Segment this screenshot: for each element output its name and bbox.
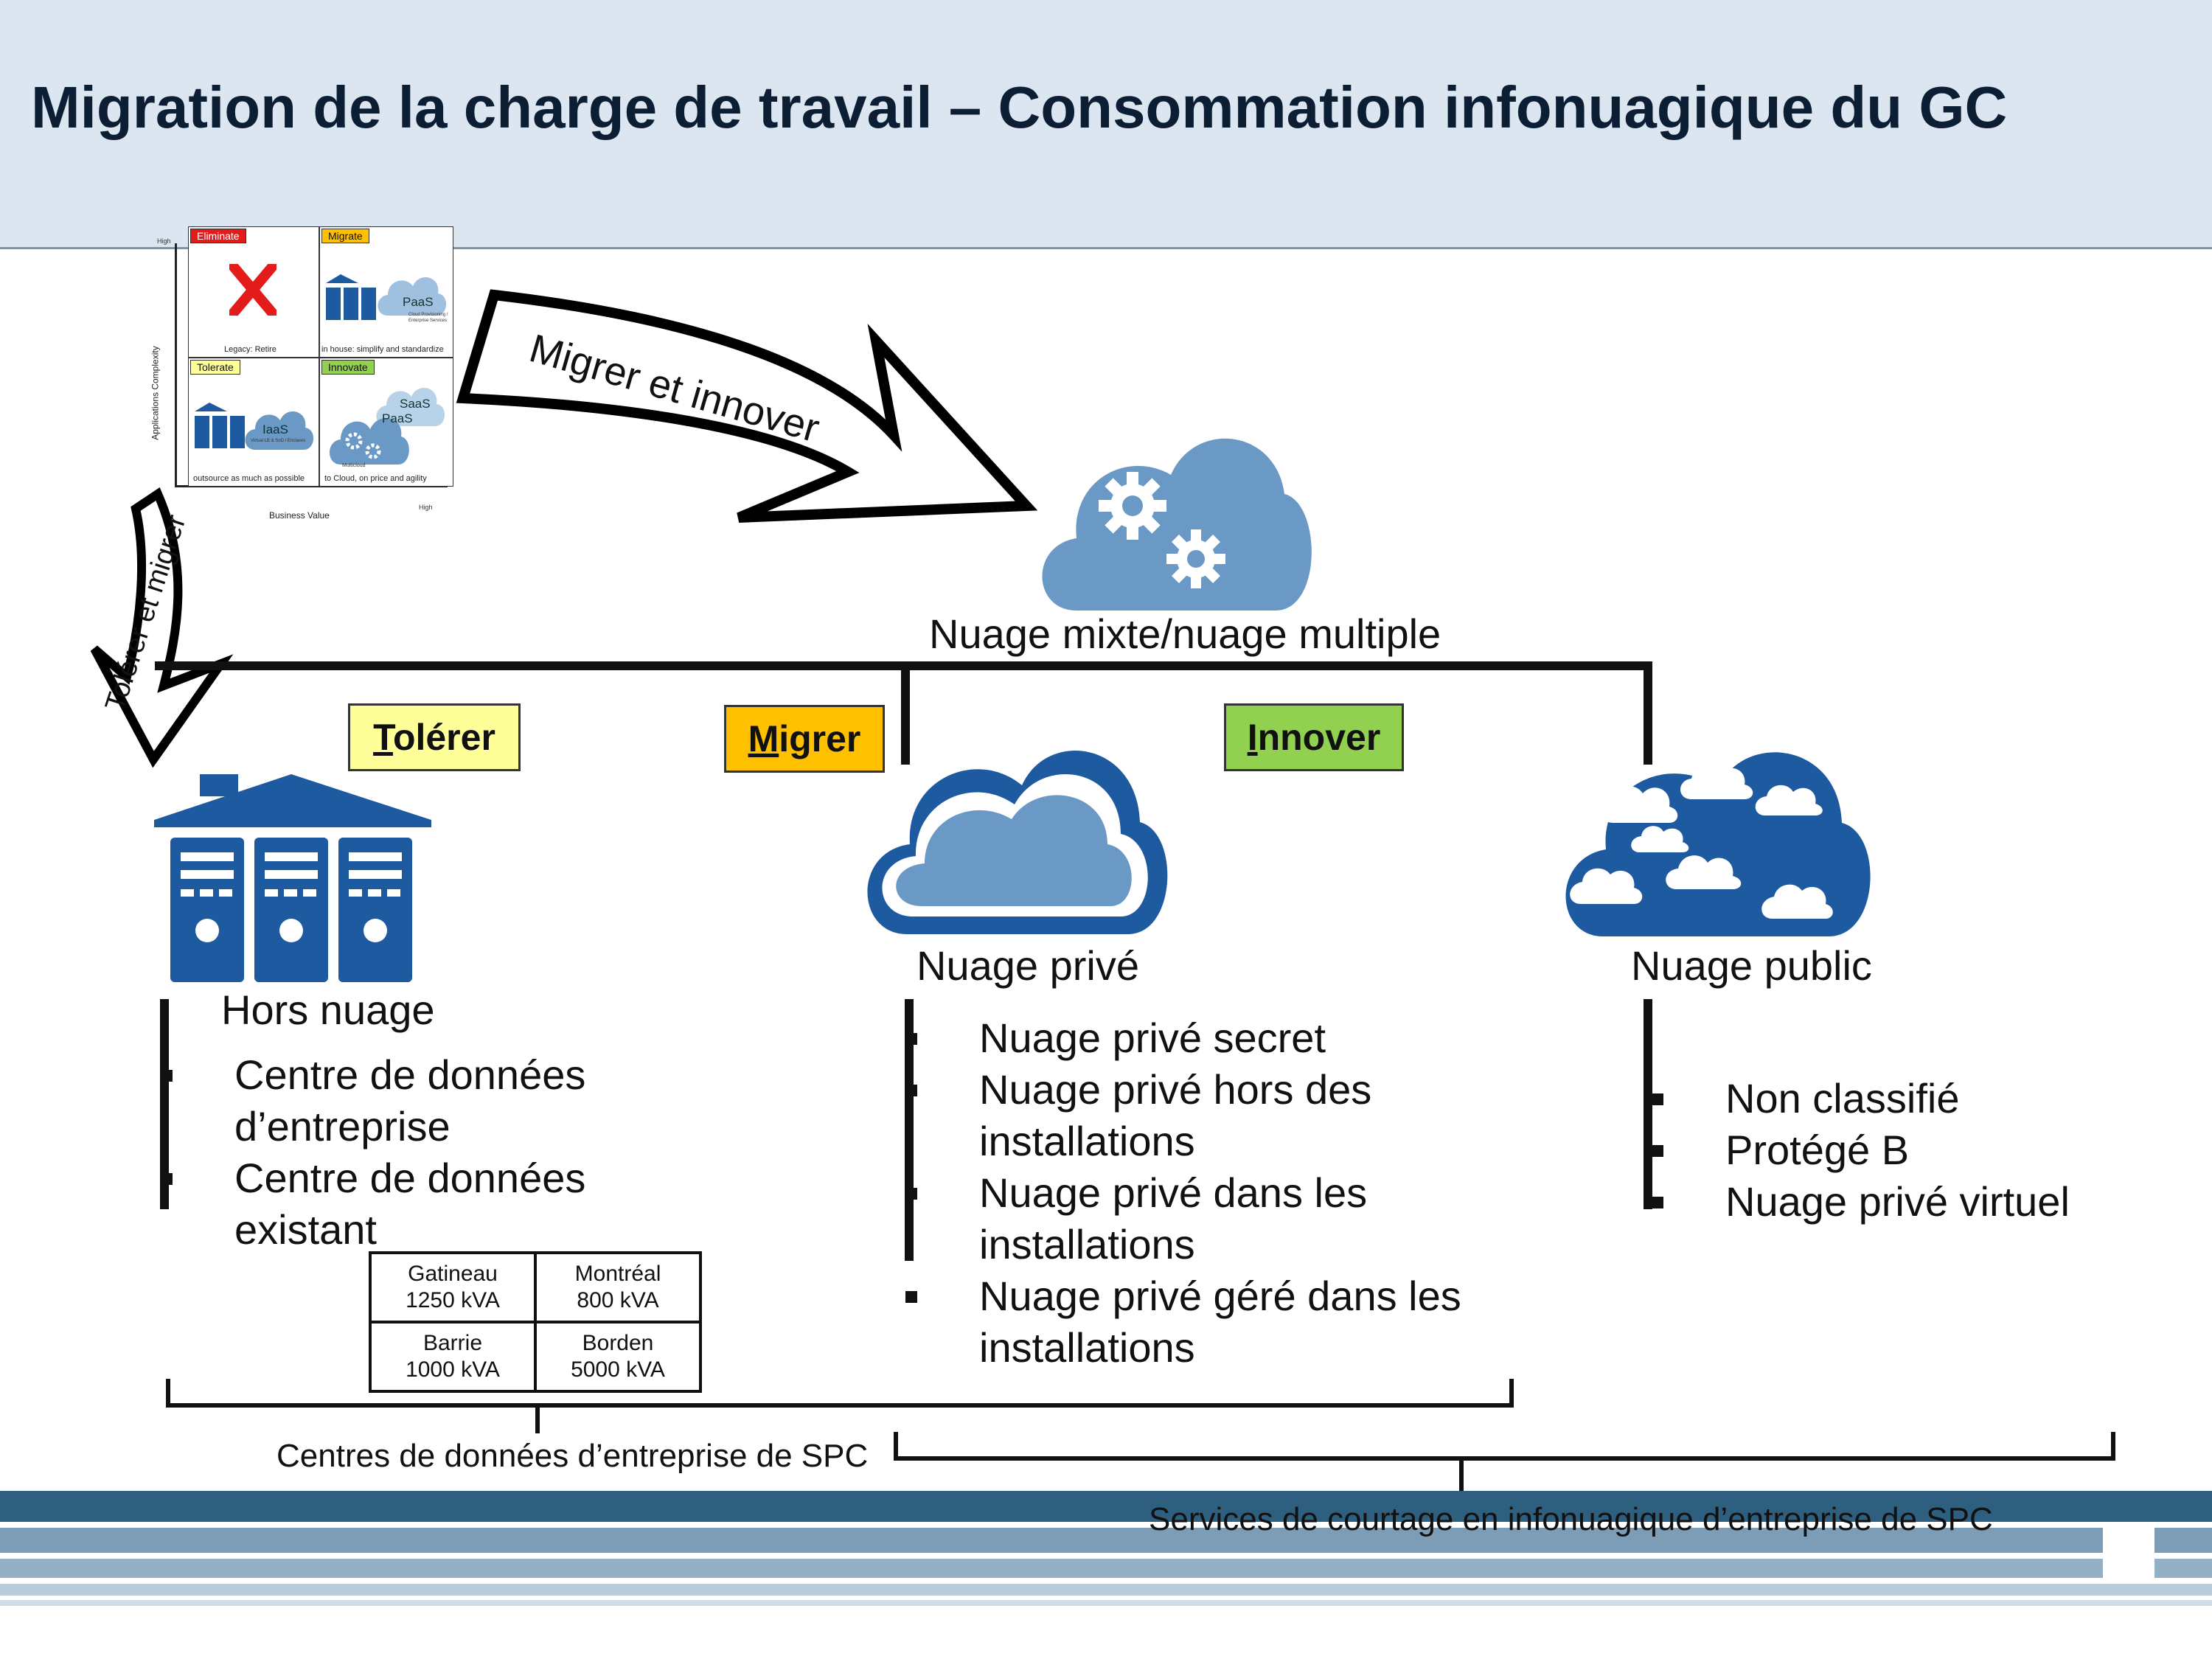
list-item: Centre de données d’entreprise <box>161 1049 692 1152</box>
list-bar-hors-nuage <box>160 999 169 1209</box>
category-rest-migrer: igrer <box>779 718 861 759</box>
quadrant-caption-tolerate: outsource as much as possible <box>193 474 305 483</box>
column-label-hors-nuage: Hors nuage <box>221 987 435 1033</box>
datacenter-name: Montréal <box>574 1262 661 1286</box>
category-initial-tolerer: T <box>373 717 393 758</box>
header-band <box>0 0 2212 249</box>
category-initial-migrer: M <box>748 718 779 759</box>
category-rest-innover: nnover <box>1257 717 1381 758</box>
mini-cloud-gears-icon <box>330 418 409 465</box>
datacenter-name: Gatineau <box>408 1262 498 1286</box>
quadrant-subtext-tolerate: Virtual LB & SoD / Enclaves <box>251 439 306 443</box>
quadrant-caption-eliminate: Legacy: Retire <box>224 345 276 354</box>
quadrant-caption-migrate: in house: simplify and standardize <box>321 345 444 354</box>
mini-cloud-label-saas: SaaS <box>400 397 431 411</box>
quadrant-eliminate: Eliminate Legacy: Retire <box>188 226 319 358</box>
list-item: Nuage privé géré dans les installations <box>905 1270 1488 1374</box>
footer-stripe-dark <box>0 1491 2212 1522</box>
mini-cloud-label-migrate: PaaS <box>403 295 434 309</box>
private-cloud-icon <box>867 751 1168 934</box>
footer-stripe-lighter <box>0 1600 2212 1606</box>
quadrant-tag-tolerate: Tolerate <box>190 360 240 375</box>
matrix-y-axis <box>175 243 177 487</box>
list-bar-nuage-public <box>1644 999 1652 1209</box>
column-label-nuage-prive: Nuage privé <box>917 942 1139 989</box>
footer-notch <box>2103 1528 2154 1578</box>
quadrant-matrix: Applications Complexity Business Value H… <box>150 221 461 531</box>
list-nuage-public: Non classifié Protégé B Nuage privé virt… <box>1652 1073 2183 1228</box>
hybrid-cloud-gears-icon <box>1042 438 1312 611</box>
quadrant-subtext-migrate: Cloud Provisioning / Enterprise Services <box>408 313 448 323</box>
connector-drop-public <box>1644 661 1652 765</box>
list-item: Non classifié <box>1652 1073 2183 1124</box>
category-rest-tolerer: olérer <box>392 717 495 758</box>
mini-cloud-icon <box>376 387 445 426</box>
matrix-x-label: Business Value <box>269 510 330 521</box>
list-item: Nuage privé secret <box>905 1012 1451 1064</box>
datacenter-power: 800 kVA <box>577 1288 659 1312</box>
gear-large <box>1099 472 1166 540</box>
gear-small <box>1166 529 1225 588</box>
footer-stripe-light <box>0 1584 2212 1596</box>
list-item: Nuage privé virtuel <box>1652 1176 2183 1228</box>
quadrant-tag-innovate: Innovate <box>321 360 375 375</box>
brace-label-right: Services de courtage en infonuagique d’e… <box>1149 1501 1993 1537</box>
connector-drop-private <box>901 661 910 765</box>
quadrant-caption-innovate: to Cloud, on price and agility <box>324 474 427 483</box>
datacenter-power: 1000 kVA <box>406 1357 500 1382</box>
list-item: Nuage privé dans les installations <box>905 1167 1451 1270</box>
quadrant-tolerate: Tolerate IaaS Virtual LB & SoD / Enclave… <box>188 358 319 487</box>
category-box-tolerer: Tolérer <box>348 703 521 771</box>
list-item: Centre de données existant <box>161 1152 692 1256</box>
list-nuage-prive: Nuage privé secret Nuage privé hors des … <box>905 1012 1510 1374</box>
mini-server-icon <box>195 403 245 448</box>
list-hors-nuage: Centre de données d’entreprise Centre de… <box>161 1049 662 1256</box>
column-label-nuage-public: Nuage public <box>1631 942 1872 989</box>
hybrid-cloud-label: Nuage mixte/nuage multiple <box>929 611 1441 657</box>
matrix-y-high: High <box>157 237 171 245</box>
datacenter-name: Barrie <box>422 1331 483 1355</box>
quadrant-innovate: Innovate SaaS PaaS Multicloud to Cloud, … <box>319 358 453 487</box>
datacenter-server-icon <box>154 774 431 982</box>
datacenter-name: Borden <box>582 1331 654 1355</box>
matrix-x-high: High <box>419 504 433 511</box>
datacenter-power: 1250 kVA <box>406 1288 500 1312</box>
page-title: Migration de la charge de travail – Cons… <box>31 74 2008 140</box>
category-box-innover: Innover <box>1224 703 1404 771</box>
datacenter-power: 5000 kVA <box>571 1357 665 1382</box>
brace-label-left: Centres de données d’entreprise de SPC <box>276 1438 869 1474</box>
quadrant-subtext-innovate: Multicloud <box>342 463 366 468</box>
list-item: Protégé B <box>1652 1124 2183 1176</box>
list-item: Nuage privé hors des installations <box>905 1064 1451 1167</box>
mini-cloud-icon <box>378 276 447 316</box>
category-box-migrer: Migrer <box>724 705 885 773</box>
mini-cloud-label-tolerate: IaaS <box>262 422 288 437</box>
mini-cloud-label-paas: PaaS <box>382 411 413 425</box>
quadrant-migrate: Migrate PaaS Cloud Provisioning / Enterp… <box>319 226 453 358</box>
public-cloud-icon <box>1565 752 1871 936</box>
mini-server-icon <box>326 274 376 320</box>
footer-stripe-mid <box>0 1528 2212 1553</box>
quadrant-tag-migrate: Migrate <box>321 229 369 243</box>
quadrant-tag-eliminate: Eliminate <box>190 229 246 243</box>
x-mark-icon <box>229 264 276 316</box>
category-initial-innover: I <box>1247 717 1258 758</box>
mini-cloud-icon <box>245 411 314 450</box>
footer-stripe-mid-2 <box>0 1559 2212 1578</box>
